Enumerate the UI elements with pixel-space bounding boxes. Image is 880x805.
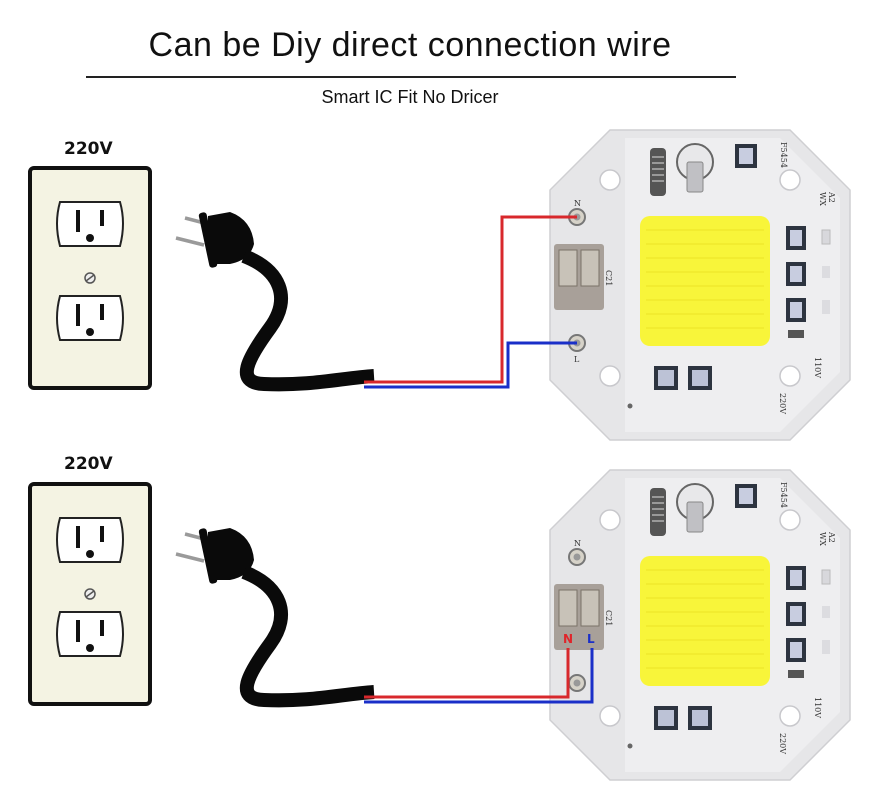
blue-wire-top <box>364 341 577 389</box>
voltage-label-220v-top: 220V <box>778 393 787 414</box>
wall-outlet-top <box>28 166 152 390</box>
terminal-label-n-bottom: N <box>574 539 581 548</box>
connector-n-label-bottom: N <box>563 632 573 646</box>
push-connector-top <box>554 244 604 310</box>
connector-l-label-bottom: L <box>587 632 595 646</box>
wall-outlet-bottom <box>28 482 152 706</box>
screw-terminal-bottom <box>568 674 586 692</box>
page-subtitle: Smart IC Fit No Dricer <box>321 87 499 107</box>
outlet-voltage-label-bottom: 220V <box>64 454 113 474</box>
terminal-label-l-top: L <box>574 355 580 364</box>
push-connector-bottom <box>554 584 604 650</box>
corner-label-b-top: WX <box>818 192 827 206</box>
power-plug-top <box>176 212 374 385</box>
voltage-label-220v-bottom: 220V <box>778 733 787 754</box>
power-plug-bottom <box>176 528 374 701</box>
outlet-voltage-label-top: 220V <box>64 139 113 159</box>
terminal-label-n-top: N <box>574 199 581 208</box>
red-wire-bottom <box>364 648 570 699</box>
voltage-label-110v-bottom: 110V <box>813 697 822 718</box>
voltage-label-110v-top: 110V <box>813 357 822 378</box>
title-divider <box>86 76 736 78</box>
connector-label-top: C21 <box>604 270 613 286</box>
corner-label-a-top: A2 <box>827 191 836 203</box>
page-title: Can be Diy direct connection wire <box>148 26 672 64</box>
blue-wire-bottom <box>364 648 594 704</box>
corner-label-a-bottom: A2 <box>827 531 836 543</box>
ic-label-bottom: F5454 <box>779 482 788 508</box>
ic-label-top: F5454 <box>779 142 788 168</box>
connector-label-bottom: C21 <box>604 610 613 626</box>
screw-terminal-n-bottom <box>568 548 586 566</box>
corner-label-b-bottom: WX <box>818 532 827 546</box>
red-wire-top <box>364 215 577 384</box>
